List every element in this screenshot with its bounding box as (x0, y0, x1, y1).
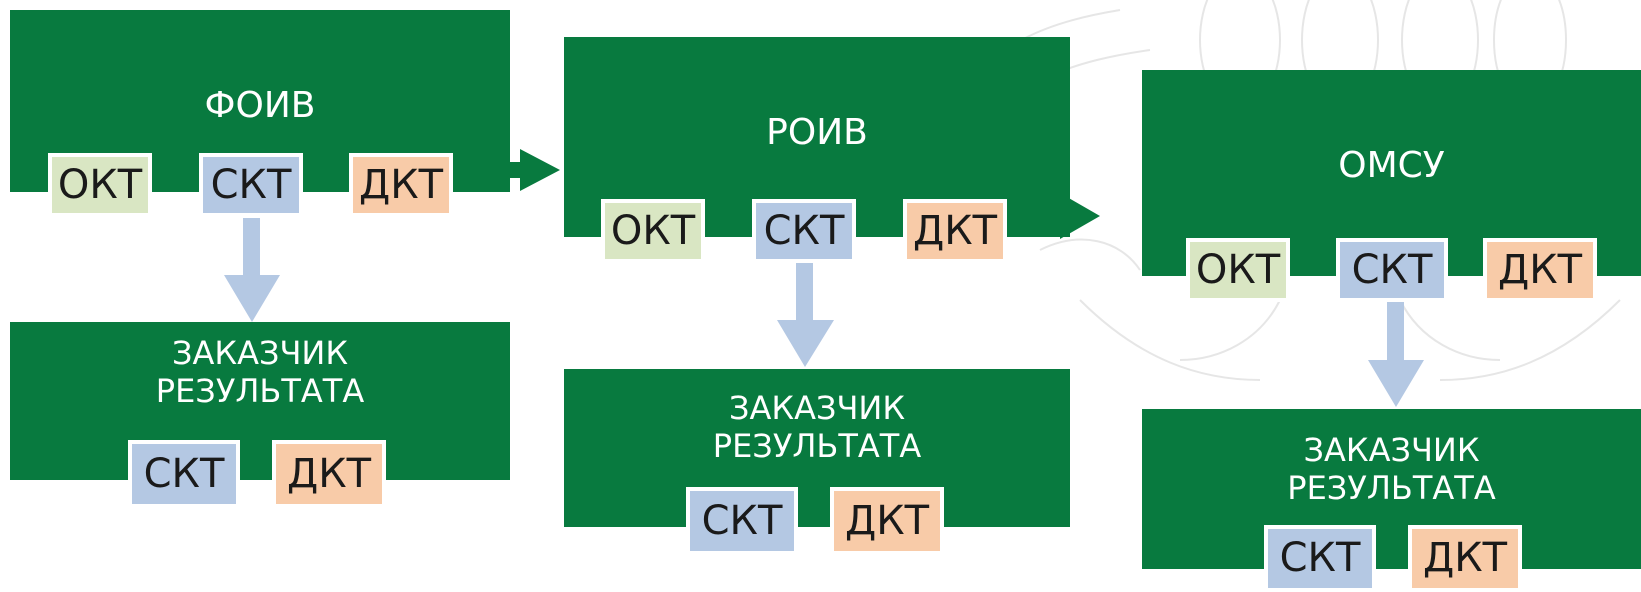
tag-skt: СКТ (199, 153, 303, 217)
tag-dkt: ДКТ (830, 487, 944, 555)
customer-title-line: РЕЗУЛЬТАТА (155, 372, 365, 410)
arrow-down-foiv (224, 218, 280, 322)
customer-title: ЗАКАЗЧИК РЕЗУЛЬТАТА (10, 334, 510, 410)
level-title: ФОИВ (204, 85, 316, 126)
tag-okt: ОКТ (601, 199, 705, 263)
arrow-down-roiv (777, 262, 834, 367)
tag-dkt: ДКТ (272, 440, 386, 508)
tag-dkt: ДКТ (1483, 238, 1597, 302)
tag-okt: ОКТ (48, 153, 152, 217)
tag-skt: СКТ (128, 440, 240, 508)
customer-title-line: ЗАКАЗЧИК (1303, 431, 1480, 469)
level-title: ОМСУ (1338, 145, 1445, 186)
customer-box-omsu: ЗАКАЗЧИК РЕЗУЛЬТАТА (1142, 409, 1641, 569)
customer-title-line: РЕЗУЛЬТАТА (712, 427, 922, 465)
tag-skt: СКТ (686, 487, 798, 555)
tag-dkt: ДКТ (903, 199, 1007, 263)
tag-dkt: ДКТ (349, 153, 453, 217)
tag-okt: ОКТ (1186, 238, 1290, 302)
arrow-foiv-to-roiv (490, 149, 560, 191)
tag-skt: СКТ (1264, 525, 1376, 592)
customer-title: ЗАКАЗЧИК РЕЗУЛЬТАТА (564, 389, 1070, 465)
customer-box-foiv: ЗАКАЗЧИК РЕЗУЛЬТАТА (10, 322, 510, 480)
arrow-down-omsu (1368, 300, 1424, 407)
customer-title-line: РЕЗУЛЬТАТА (1287, 469, 1496, 507)
tag-dkt: ДКТ (1408, 525, 1522, 592)
customer-title-line: ЗАКАЗЧИК (171, 334, 349, 372)
customer-title-line: ЗАКАЗЧИК (728, 389, 906, 427)
customer-title: ЗАКАЗЧИК РЕЗУЛЬТАТА (1142, 431, 1641, 507)
tag-skt: СКТ (1336, 238, 1448, 302)
level-title: РОИВ (766, 112, 868, 153)
customer-box-roiv: ЗАКАЗЧИК РЕЗУЛЬТАТА (564, 369, 1070, 527)
tag-skt: СКТ (752, 199, 856, 263)
